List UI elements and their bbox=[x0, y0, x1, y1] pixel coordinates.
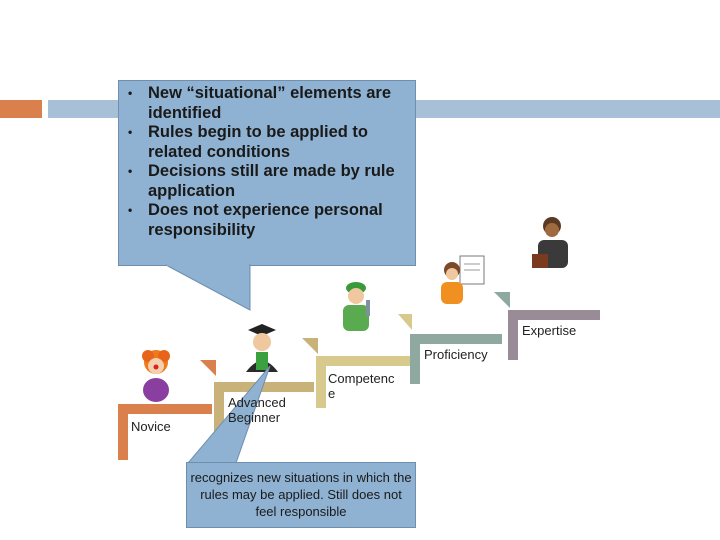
step-proficiency-flag bbox=[494, 292, 510, 308]
bullet-glyph: • bbox=[128, 164, 133, 178]
step-expertise-riser bbox=[508, 310, 518, 360]
bottom-callout bbox=[186, 462, 416, 528]
step-advanced-riser bbox=[214, 382, 224, 438]
step-proficiency-riser bbox=[410, 334, 420, 384]
step-novice-flag bbox=[200, 360, 216, 376]
bullet-glyph: • bbox=[128, 203, 133, 217]
stage-label-advanced-beginner: Advanced Beginner bbox=[228, 395, 286, 425]
step-novice-tread bbox=[118, 404, 212, 414]
graduate-figure-icon bbox=[246, 324, 278, 372]
step-competence-riser bbox=[316, 356, 326, 408]
bullet-item: •Does not experience personal responsibi… bbox=[128, 201, 383, 239]
bullet-item: •New “situational” elements are identifi… bbox=[128, 84, 391, 122]
bullet-glyph: • bbox=[128, 86, 133, 100]
step-competence-flag bbox=[398, 314, 412, 330]
businessman-figure-icon bbox=[532, 217, 568, 268]
presenter-figure-icon bbox=[441, 255, 485, 304]
bullet-glyph: • bbox=[128, 125, 133, 139]
worker-figure-icon bbox=[343, 282, 370, 331]
step-novice-riser bbox=[118, 404, 128, 460]
step-advanced-flag bbox=[302, 338, 318, 354]
step-expertise-tread bbox=[508, 310, 600, 320]
callout-bullet-list: •New “situational” elements are identifi… bbox=[122, 84, 414, 240]
step-competence-tread bbox=[316, 356, 410, 366]
stage-label-competence: Competenc e bbox=[328, 371, 395, 401]
speech-callout bbox=[118, 80, 416, 266]
stage-label-novice: Novice bbox=[131, 419, 171, 434]
stage-label-expertise: Expertise bbox=[522, 323, 577, 338]
bullet-item: •Rules begin to be applied to related co… bbox=[128, 123, 369, 161]
bullet-item: •Decisions still are made by rule applic… bbox=[128, 162, 395, 200]
step-proficiency-tread bbox=[410, 334, 502, 344]
clown-figure-icon bbox=[142, 350, 170, 402]
step-advanced-tread bbox=[214, 382, 314, 392]
stage-label-proficiency: Proficiency bbox=[424, 347, 488, 362]
header-accent-bar bbox=[0, 100, 42, 118]
bottom-callout-text: recognizes new situations in which the r… bbox=[190, 470, 412, 519]
